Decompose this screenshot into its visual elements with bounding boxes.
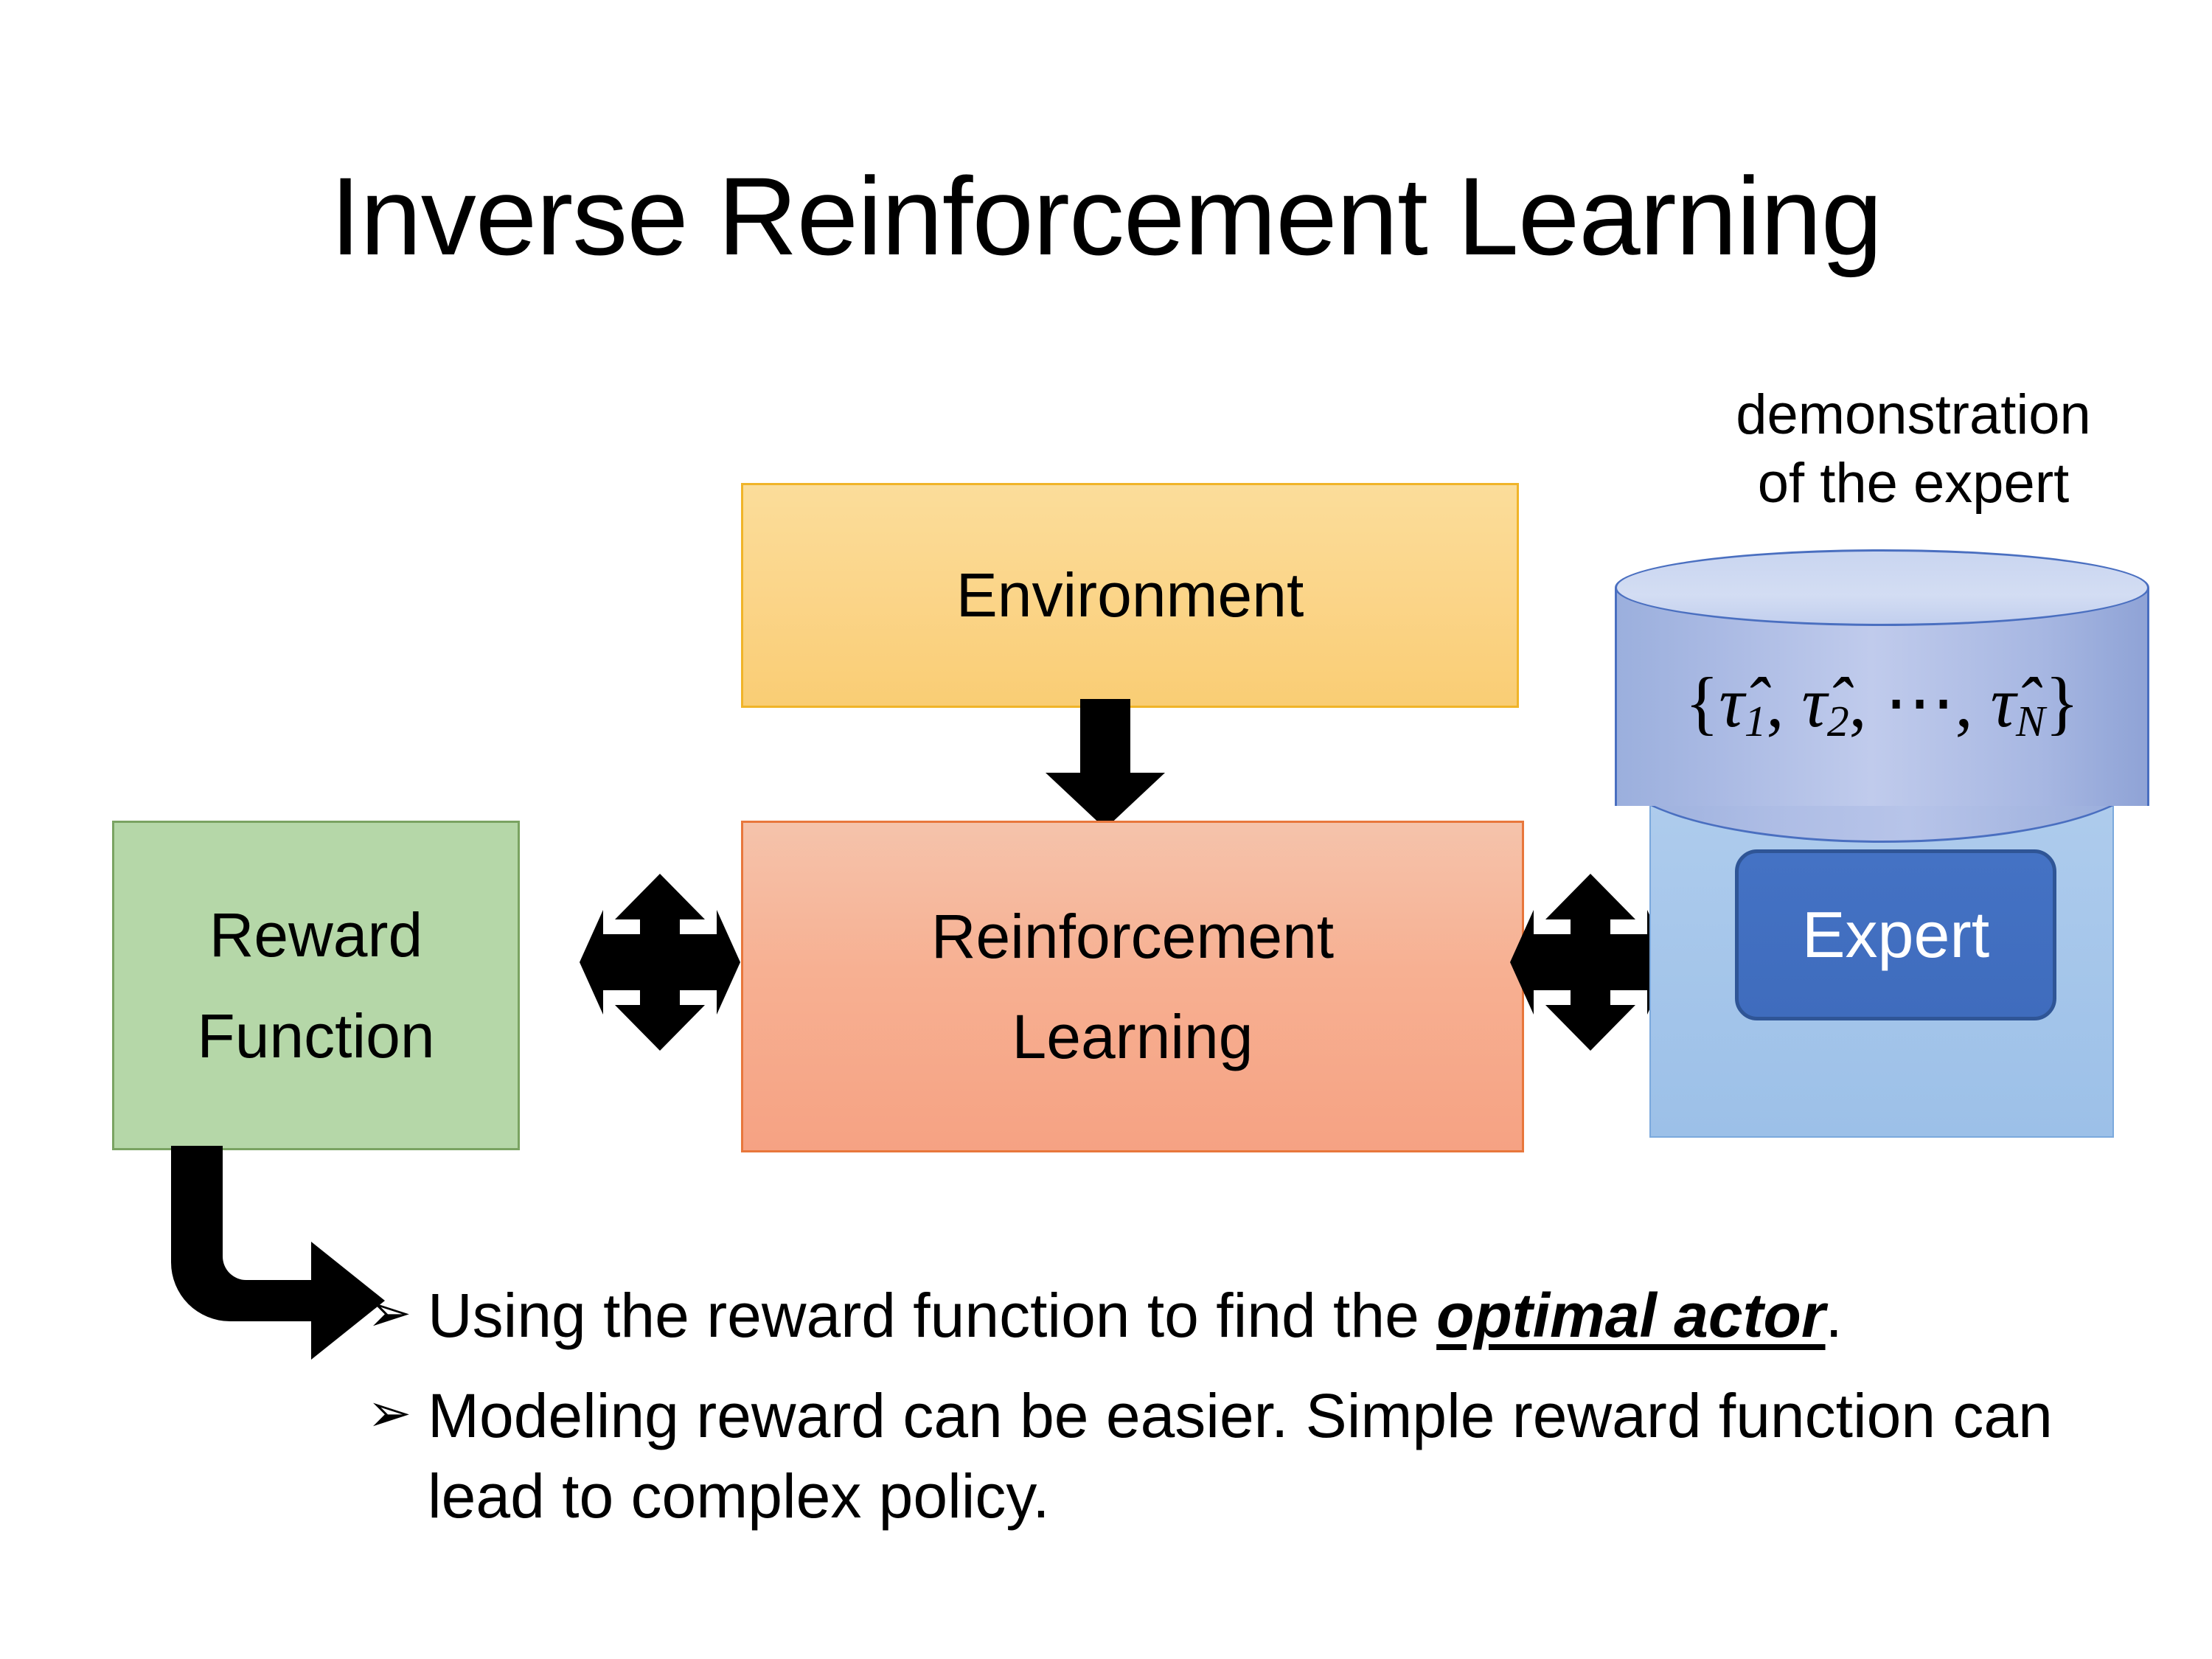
environment-box-label: Environment (956, 560, 1304, 630)
demonstration-cylinder: {τ̂1, τ̂2, ⋯, τ̂N} (1615, 549, 2149, 844)
demonstration-caption: demonstration of the expert (1736, 383, 2091, 515)
reinforcement-learning-box[interactable]: Reinforcement Learning (741, 821, 1524, 1152)
bullet-marker-icon: ➢ (367, 1284, 412, 1343)
bullet-text-2-prefix: Modeling reward can be easier. Simple re… (428, 1381, 2053, 1531)
page-title: Inverse Reinforcement Learning (330, 154, 1883, 278)
bullet-marker-icon: ➢ (367, 1384, 412, 1444)
bullet-text-1-prefix: Using the reward function to find the (428, 1281, 1437, 1350)
trajectory-set-formula: {τ̂1, τ̂2, ⋯, τ̂N} (1685, 663, 2079, 746)
quad-arrow-right-icon (1510, 874, 1671, 1051)
cylinder-top-ellipse (1615, 549, 2149, 626)
bullet-item-2: ➢ Modeling reward can be easier. Simple … (367, 1376, 2093, 1536)
reinforcement-learning-box-label: Reinforcement Learning (931, 901, 1335, 1071)
expert-button[interactable]: Expert (1735, 849, 2056, 1020)
bullet-text-2: Modeling reward can be easier. Simple re… (428, 1376, 2093, 1536)
down-arrow-icon (1046, 699, 1165, 829)
bullet-text-1-suffix: . (1825, 1281, 1843, 1350)
quad-arrow-left-icon (580, 874, 740, 1051)
bullet-text-1: Using the reward function to find the op… (428, 1276, 2093, 1355)
bullet-list: ➢ Using the reward function to find the … (367, 1276, 2093, 1557)
bent-arrow-icon (171, 1146, 385, 1360)
bullet-text-1-emphasis: optimal actor (1436, 1281, 1826, 1350)
bullet-item-1: ➢ Using the reward function to find the … (367, 1276, 2093, 1355)
reward-function-box-label: Reward Function (197, 900, 435, 1071)
expert-button-label: Expert (1801, 898, 1990, 971)
environment-box[interactable]: Environment (741, 483, 1519, 708)
reward-function-box[interactable]: Reward Function (112, 821, 520, 1150)
